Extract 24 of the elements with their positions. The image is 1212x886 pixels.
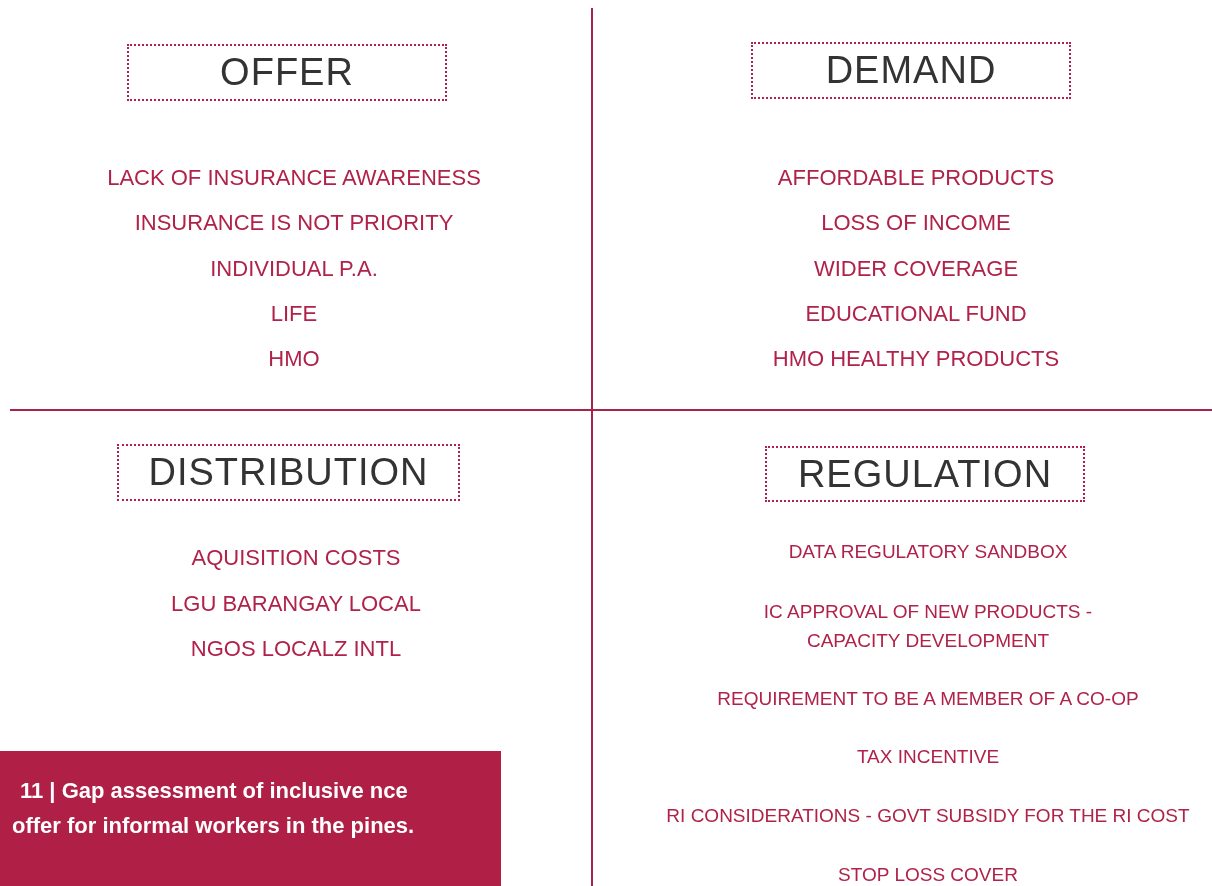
- item-label: DATA REGULATORY SANDBOX: [788, 541, 1068, 563]
- item-label: EDUCATIONAL FUND: [805, 301, 1027, 327]
- item-label: HMO: [268, 346, 320, 372]
- item-label: TAX INCENTIVE: [856, 746, 1000, 768]
- item-label: NGOS LOCALZ INTL: [190, 636, 402, 662]
- item-label: IC APPROVAL OF NEW PRODUCTS - CAPACITY DEVELOPMENT: [762, 600, 1094, 653]
- item-label: LGU BARANGAY LOCAL: [171, 591, 421, 617]
- item-label: LIFE: [270, 301, 318, 327]
- item-label: WIDER COVERAGE: [813, 256, 1019, 282]
- item-label: LACK OF INSURANCE AWARENESS: [107, 165, 481, 191]
- item-label: RI CONSIDERATIONS - GOVT SUBSIDY FOR THE RI COST: [666, 805, 1190, 827]
- item-label: LOSS OF INCOME: [821, 210, 1011, 236]
- item-label: STOP LOSS COVER: [838, 864, 1018, 886]
- item-label: INDIVIDUAL P.A.: [210, 256, 378, 282]
- item-label: INSURANCE IS NOT PRIORITY: [134, 210, 454, 236]
- item-label: AQUISITION COSTS: [191, 545, 401, 571]
- heading-box: DISTRIBUTION: [117, 444, 460, 501]
- heading-box: DEMAND: [751, 42, 1071, 99]
- heading-box: REGULATION: [765, 446, 1085, 502]
- item-label: AFFORDABLE PRODUCTS: [777, 165, 1055, 191]
- caption-banner: 11 | Gap assessment of inclusive nce offer for informal workers in the pines.: [0, 751, 501, 886]
- heading-box: OFFER: [127, 44, 447, 101]
- item-label: HMO HEALTHY PRODUCTS: [772, 346, 1060, 372]
- item-label: REQUIREMENT TO BE A MEMBER OF A CO-OP: [717, 688, 1139, 710]
